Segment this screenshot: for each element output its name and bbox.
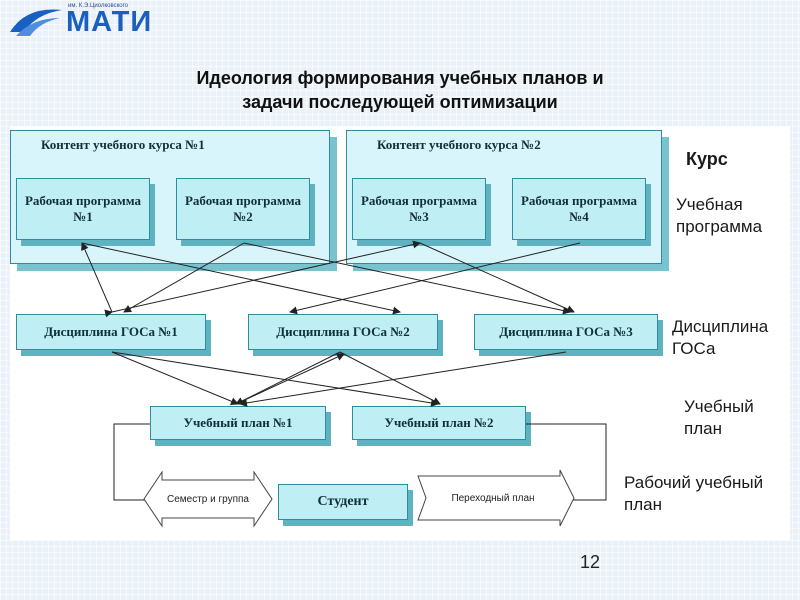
link-d3-pl1 — [239, 351, 567, 407]
link-p2-d3 — [243, 242, 571, 315]
discipline-2: Дисциплина ГОСа №2 — [248, 314, 438, 350]
logo-caption: им. К.Э.Циолковского — [68, 3, 129, 9]
program-1: Рабочая программа №1 — [16, 178, 150, 240]
program-4: Рабочая программа №4 — [512, 178, 646, 240]
link-d1-pl2 — [111, 351, 439, 407]
program-3: Рабочая программа №3 — [352, 178, 486, 240]
link-d2-pl1 — [235, 351, 341, 405]
right-connector — [526, 423, 607, 501]
link-d2-pl2 — [339, 351, 441, 405]
course-content-2-title: Контент учебного курса №2 — [377, 137, 541, 152]
right-arrow — [417, 469, 575, 527]
level-working-plan: Рабочий учебный план — [624, 473, 764, 514]
logo-swoosh-icon — [10, 9, 62, 36]
link-d1-p1 — [81, 242, 113, 313]
link-pl1-d2 — [235, 353, 345, 405]
mati-logo: им. К.Э.Циолковского МАТИ — [6, 2, 166, 42]
plan-1: Учебный план №1 — [150, 406, 326, 440]
program-2: Рабочая программа №2 — [176, 178, 310, 240]
page-number: 12 — [580, 552, 601, 572]
discipline-3: Дисциплина ГОСа №3 — [474, 314, 658, 350]
right-arrow-label: Переходный план — [451, 492, 535, 504]
link-p1-d2 — [81, 242, 401, 315]
link-d1-p3 — [104, 240, 421, 318]
discipline-1: Дисциплина ГОСа №1 — [16, 314, 206, 350]
logo-text: МАТИ — [66, 6, 153, 38]
left-double-arrow — [143, 470, 273, 528]
slide-title: Идеология формирования учебных планов и … — [0, 66, 800, 114]
link-p4-d2 — [289, 242, 581, 315]
student-box: Студент — [278, 484, 408, 520]
level-discipline: Дисциплина ГОСа — [672, 317, 769, 358]
link-p2-d1 — [123, 242, 245, 313]
link-d1-pl1 — [111, 351, 239, 406]
link-p3-d3 — [419, 242, 575, 313]
title-line-2: задачи последующей оптимизации — [242, 92, 558, 112]
title-line-1: Идеология формирования учебных планов и — [196, 68, 604, 88]
level-course: Курс — [686, 149, 728, 169]
plan-2: Учебный план №2 — [352, 406, 526, 440]
level-plan: Учебный план — [684, 397, 754, 438]
left-arrow-label: Семестр и группа — [167, 493, 249, 505]
left-connector — [113, 423, 150, 501]
level-program: Учебная программа — [676, 195, 763, 236]
course-content-1-title: Контент учебного курса №1 — [41, 137, 205, 152]
